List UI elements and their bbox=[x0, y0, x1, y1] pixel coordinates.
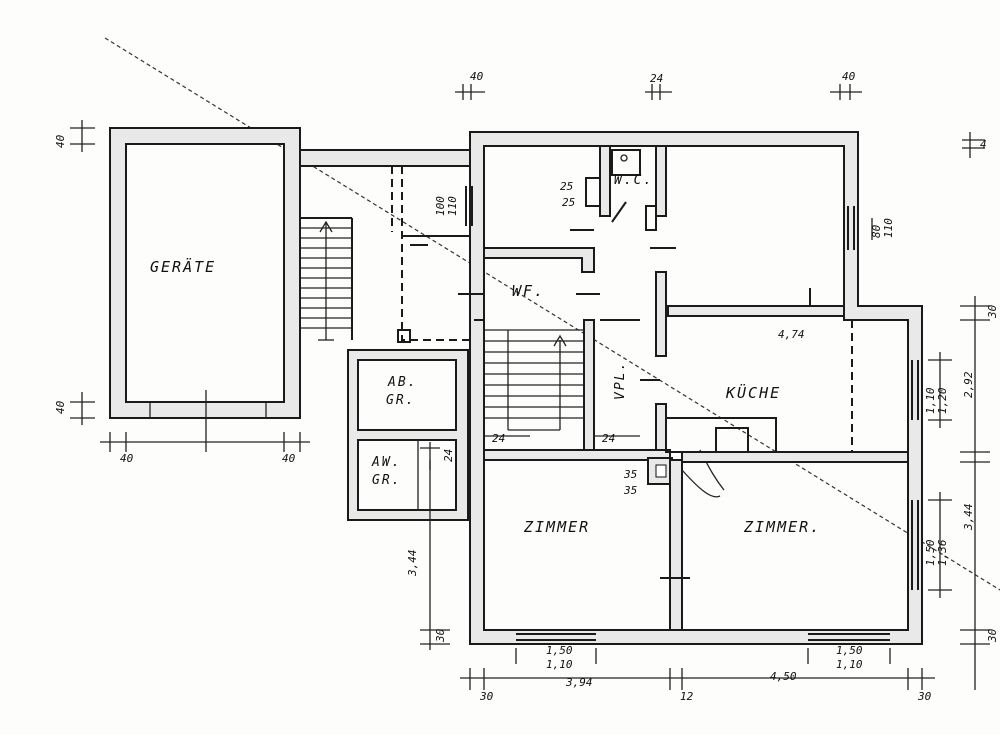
vpl-label: VPL. bbox=[613, 361, 628, 400]
wf-label: WF. bbox=[512, 282, 545, 300]
main-house bbox=[469, 131, 923, 645]
stair-middle bbox=[484, 329, 584, 431]
aw-label: AW. bbox=[371, 455, 401, 470]
dimension-lines bbox=[70, 84, 990, 690]
dim-left-30: 30 bbox=[434, 628, 447, 643]
dim-right-30-bottom: 30 bbox=[986, 628, 999, 643]
kueche-label: KÜCHE bbox=[725, 383, 781, 402]
dim-bot-30-right: 30 bbox=[917, 690, 932, 703]
dim-top-24: 24 bbox=[650, 72, 663, 85]
column bbox=[397, 329, 411, 343]
dim-left-40-bottom: 40 bbox=[54, 400, 67, 414]
dim-bot-win-110-b: 1,10 bbox=[836, 658, 863, 671]
dim-win-110-a: 110 bbox=[446, 196, 459, 216]
dim-bot-30-left: 30 bbox=[479, 690, 494, 703]
dim-bot-win-110-a: 1,10 bbox=[546, 658, 573, 671]
dim-top-40-right: 40 bbox=[842, 70, 856, 83]
ab-gr-room bbox=[347, 349, 469, 521]
dim-zimmer-win-136: 1,36 bbox=[936, 539, 949, 566]
dashed-wall bbox=[391, 166, 470, 341]
dim-right-344: 3,44 bbox=[962, 504, 975, 532]
dim-bot-win-150-b: 1,50 bbox=[836, 644, 863, 657]
dim-kueche-win-120: 1,20 bbox=[936, 387, 949, 414]
dim-bot-450: 4,50 bbox=[770, 670, 797, 683]
dim-bot-394: 3,94 bbox=[565, 676, 593, 689]
dim-wc-25-b: 25 bbox=[562, 196, 575, 209]
dim-right-292: 2,92 bbox=[962, 371, 975, 398]
dim-chimney-35-b: 35 bbox=[623, 484, 637, 497]
dim-top-40-left: 40 bbox=[470, 70, 484, 83]
dim-chimney-35-a: 35 bbox=[623, 468, 637, 481]
dim-bot-win-150-a: 1,50 bbox=[546, 644, 573, 657]
stair-left bbox=[300, 217, 353, 341]
dim-stair-24-a: 24 bbox=[492, 432, 505, 445]
dim-bot-12: 12 bbox=[680, 690, 694, 703]
dim-bottom-40-left: 40 bbox=[120, 452, 134, 465]
wc-label: W.C. bbox=[614, 173, 653, 188]
dim-win-100: 100 bbox=[434, 196, 447, 216]
dim-aw-24: 24 bbox=[442, 449, 455, 462]
dim-zimmer-win-150: 1,50 bbox=[924, 539, 937, 566]
ab-gr-label: GR. bbox=[386, 393, 415, 408]
zimmer-right-label: ZIMMER. bbox=[743, 518, 821, 536]
dim-bottom-40-right: 40 bbox=[282, 452, 296, 465]
interior-walls bbox=[458, 145, 919, 641]
dim-left-40-top: 40 bbox=[54, 134, 67, 148]
ab-label: AB. bbox=[387, 375, 417, 390]
zimmer-left-label: ZIMMER bbox=[523, 518, 590, 536]
connector-wall bbox=[299, 149, 471, 167]
dim-stair-24-b: 24 bbox=[602, 432, 615, 445]
geraete-label: GERÄTE bbox=[150, 257, 216, 276]
geraete-room bbox=[109, 127, 301, 419]
dim-win-80: 80 bbox=[870, 224, 883, 238]
dim-win-110-b: 110 bbox=[882, 218, 895, 238]
aw-gr-label: GR. bbox=[372, 473, 401, 488]
dim-wc-25-a: 25 bbox=[560, 180, 573, 193]
dim-top-right-4: 4 bbox=[980, 138, 987, 151]
dim-right-30-top: 30 bbox=[986, 304, 999, 319]
dim-kueche-win-110: 1,10 bbox=[924, 387, 937, 414]
dim-left-344: 3,44 bbox=[406, 550, 419, 578]
dim-kueche-474: 4,74 bbox=[778, 328, 805, 341]
